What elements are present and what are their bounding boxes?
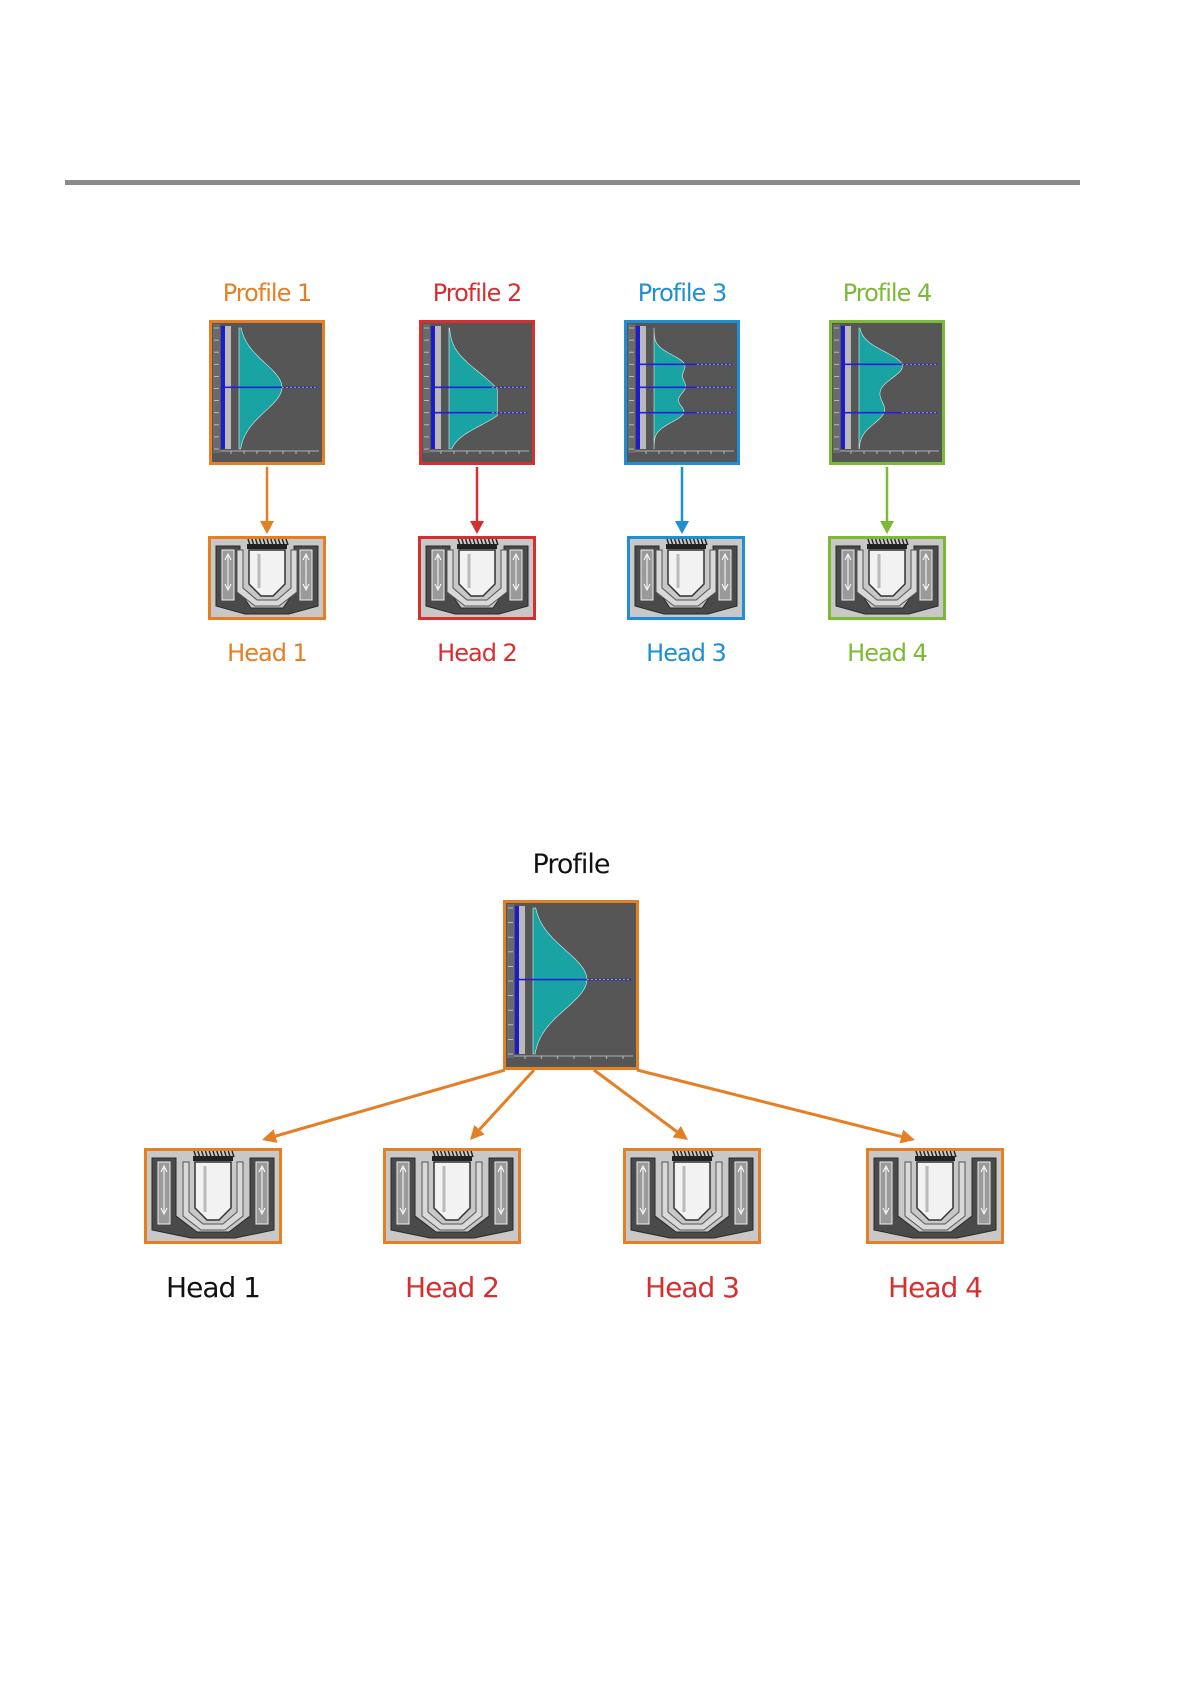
head-nozzle bbox=[668, 550, 704, 596]
top-section: Profile 1 Profile 2 Profile 3 Profile 4 Head… bbox=[210, 279, 945, 667]
top-head-4 bbox=[830, 538, 945, 619]
bottom-head-2 bbox=[385, 1150, 520, 1243]
top-head-3 bbox=[629, 538, 744, 619]
bottom-head-2-label: Head 2 bbox=[405, 1271, 499, 1304]
shared-profile-to-head-1-arrow bbox=[262, 1070, 505, 1143]
profile-2-to-head-2-arrow bbox=[470, 467, 484, 534]
profile-1-chart bbox=[211, 322, 324, 464]
profile-2-chart bbox=[421, 322, 534, 464]
profile-1-label: Profile 1 bbox=[223, 279, 312, 307]
profile-spine bbox=[636, 326, 640, 449]
bottom-head-1-label: Head 1 bbox=[166, 1271, 260, 1304]
profile-3-to-head-3-arrow bbox=[675, 467, 689, 534]
top-head-1 bbox=[210, 538, 325, 619]
profile-3-chart bbox=[626, 322, 739, 464]
top-head-3-label: Head 3 bbox=[646, 639, 726, 667]
profile-4-label: Profile 4 bbox=[843, 279, 932, 307]
bottom-head-1 bbox=[146, 1150, 281, 1243]
bottom-head-4-label: Head 4 bbox=[888, 1271, 982, 1304]
top-head-1-label: Head 1 bbox=[227, 639, 307, 667]
head-nozzle bbox=[195, 1162, 231, 1220]
profile-1-to-head-1-arrow bbox=[260, 467, 274, 534]
head-nozzle bbox=[674, 1162, 710, 1220]
shared-profile-to-head-2-arrow bbox=[470, 1070, 534, 1140]
profile-4-chart bbox=[831, 322, 944, 464]
top-head-2-label: Head 2 bbox=[437, 639, 517, 667]
head-nozzle bbox=[917, 1162, 953, 1220]
bottom-head-3-label: Head 3 bbox=[645, 1271, 739, 1304]
top-head-4-label: Head 4 bbox=[847, 639, 927, 667]
shared-profile-chart bbox=[505, 902, 638, 1069]
top-head-2 bbox=[420, 538, 535, 619]
bottom-head-3 bbox=[625, 1150, 760, 1243]
profile-spine bbox=[841, 326, 845, 449]
profile-spine bbox=[221, 326, 225, 449]
head-nozzle bbox=[434, 1162, 470, 1220]
bottom-head-4 bbox=[868, 1150, 1003, 1243]
head-nozzle bbox=[459, 550, 495, 596]
profile-4-to-head-4-arrow bbox=[880, 467, 894, 534]
shared-profile-label: Profile bbox=[533, 849, 610, 880]
profile-spine bbox=[515, 906, 519, 1054]
head-nozzle bbox=[249, 550, 285, 596]
profile-2-label: Profile 2 bbox=[433, 279, 522, 307]
head-nozzle bbox=[869, 550, 905, 596]
profile-spine bbox=[431, 326, 435, 449]
profile-3-label: Profile 3 bbox=[638, 279, 727, 307]
